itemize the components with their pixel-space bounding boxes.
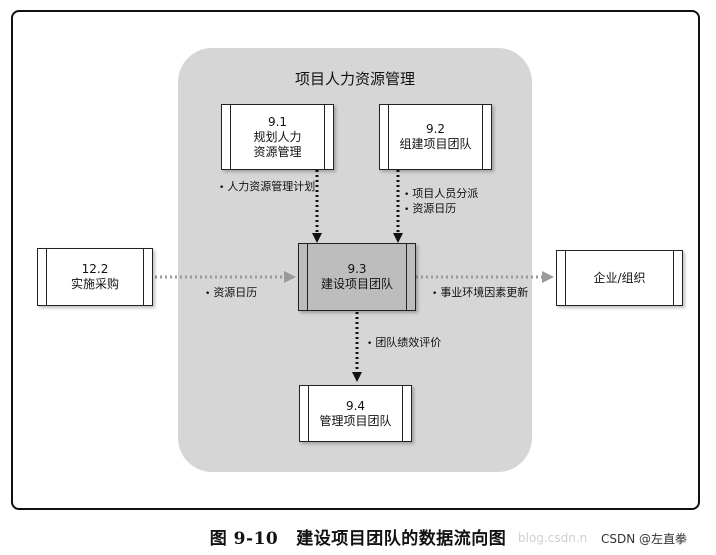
box-label: 规划人力	[253, 129, 302, 144]
box-label: 建设项目团队	[320, 277, 393, 291]
group-title: 项目人力资源管理	[294, 70, 415, 88]
process-box-develop[interactable]: 9.3 建设项目团队	[298, 243, 416, 311]
process-box-manage[interactable]: 9.4 管理项目团队	[299, 385, 412, 442]
bullet-icon: •	[219, 183, 225, 193]
box-number: 9.4	[345, 398, 366, 413]
box-label: 管理项目团队	[319, 413, 392, 428]
flow-label-plan-to-develop: •人力资源管理计划	[219, 180, 316, 193]
box-label: 实施采购	[70, 277, 119, 291]
process-box-procure[interactable]: 12.2 实施采购	[37, 248, 153, 306]
box-label: 组建项目团队	[399, 137, 472, 151]
box-label: 资源管理	[253, 144, 302, 159]
flow-label-develop-to-manage: •团队绩效评价	[367, 336, 442, 349]
bullet-icon: •	[432, 289, 438, 299]
bullet-icon: •	[367, 339, 373, 349]
flow-label-acquire-to-develop-1: •项目人员分派	[404, 187, 479, 200]
box-number: 9.3	[347, 262, 367, 276]
diagram-frame	[11, 10, 700, 510]
process-box-plan[interactable]: 9.1 规划人力 资源管理	[221, 104, 334, 170]
watermark-text: blog.csdn.n	[518, 531, 588, 545]
bullet-icon: •	[404, 190, 410, 200]
box-number: 12.2	[81, 262, 109, 276]
flow-label-acquire-to-develop-2: •资源日历	[404, 202, 457, 215]
box-label: 企业/组织	[593, 270, 646, 285]
box-number: 9.2	[425, 122, 446, 136]
flow-label-procure-to-develop: •资源日历	[205, 286, 258, 299]
bullet-icon: •	[205, 289, 211, 299]
flow-label-develop-to-enterprise: •事业环境因素更新	[432, 286, 529, 299]
figure-caption: 图 9-10 建设项目团队的数据流向图	[0, 524, 716, 549]
entity-box-enterprise[interactable]: 企业/组织	[556, 250, 683, 306]
figure-number: 图 9-10	[209, 529, 279, 549]
bullet-icon: •	[404, 205, 410, 215]
process-box-acquire[interactable]: 9.2 组建项目团队	[379, 104, 492, 170]
box-number: 9.1	[267, 114, 288, 129]
figure-title: 建设项目团队的数据流向图	[296, 529, 507, 549]
watermark-author: CSDN @左直拳	[601, 532, 688, 546]
